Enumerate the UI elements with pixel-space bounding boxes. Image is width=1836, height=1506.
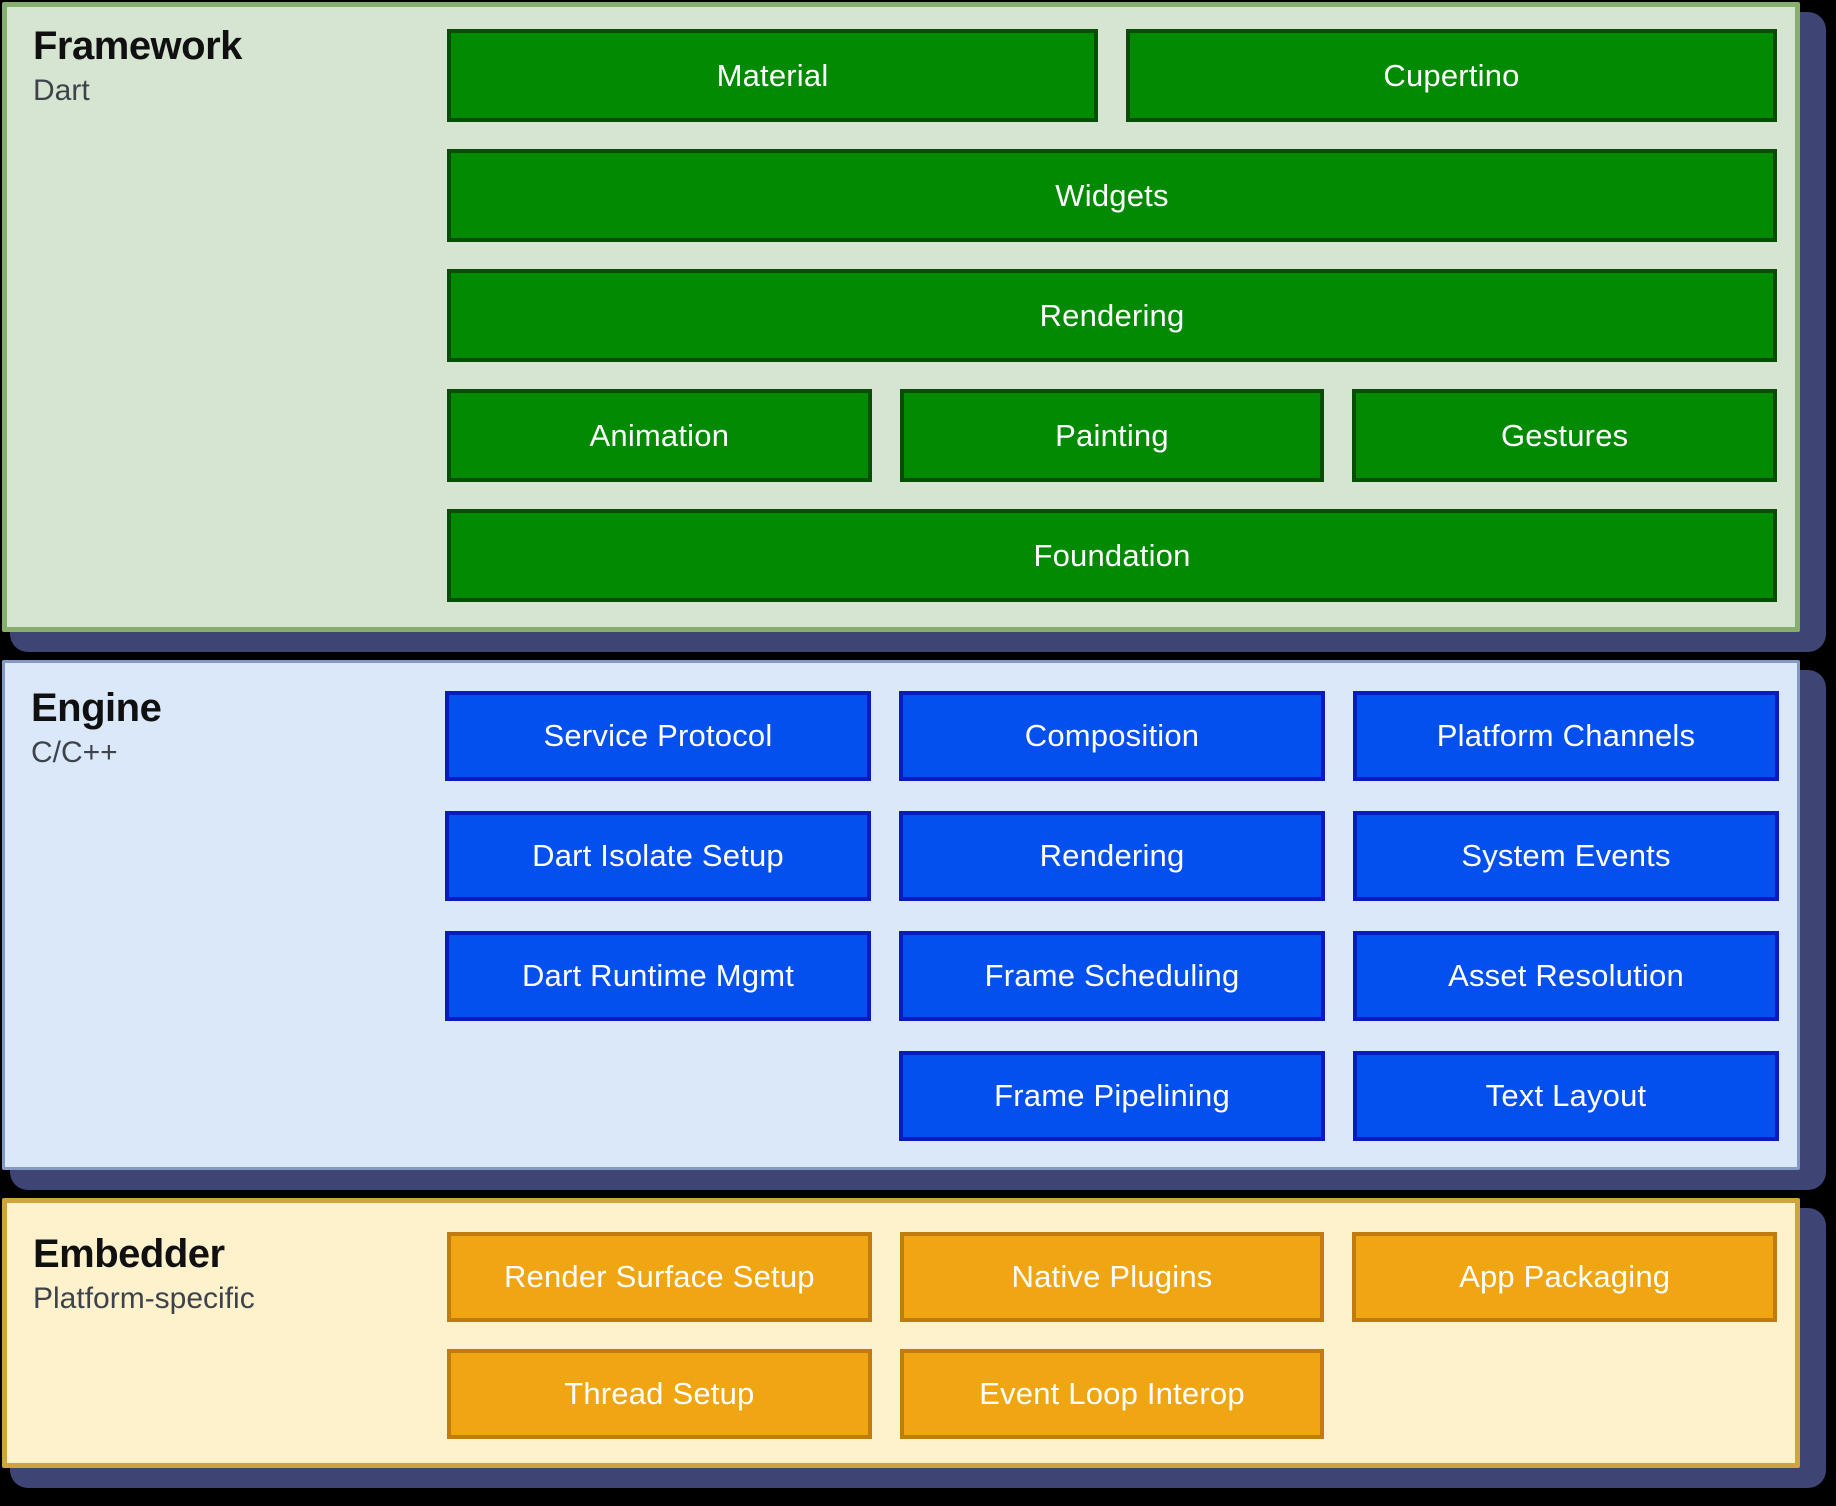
framework-row: Animation Painting Gestures: [447, 389, 1777, 482]
framework-box-gestures: Gestures: [1352, 389, 1777, 482]
framework-row: Rendering: [447, 269, 1777, 362]
framework-box-animation: Animation: [447, 389, 872, 482]
engine-row: Frame Pipelining Text Layout: [445, 1051, 1779, 1141]
framework-subtitle: Dart: [33, 74, 90, 107]
framework-box-widgets: Widgets: [447, 149, 1777, 242]
embedder-subtitle: Platform-specific: [33, 1282, 255, 1315]
framework-row: Widgets: [447, 149, 1777, 242]
framework-header: Framework Dart: [33, 23, 242, 109]
engine-box-rendering: Rendering: [899, 811, 1325, 901]
engine-box-text-layout: Text Layout: [1353, 1051, 1779, 1141]
embedder-row: Render Surface Setup Native Plugins App Pa…: [447, 1232, 1777, 1322]
framework-box-material: Material: [447, 29, 1098, 122]
engine-box-service-protocol: Service Protocol: [445, 691, 871, 781]
embedder-box-event-loop-interop: Event Loop Interop: [899, 1349, 1325, 1439]
engine-box-frame-scheduling: Frame Scheduling: [899, 931, 1325, 1021]
framework-title: Framework: [33, 24, 242, 68]
engine-subtitle: C/C++: [31, 736, 118, 769]
embedder-header: Embedder Platform-specific: [33, 1231, 255, 1317]
engine-box-dart-isolate-setup: Dart Isolate Setup: [445, 811, 871, 901]
embedder-layer: Embedder Platform-specific Render Surfac…: [2, 1198, 1826, 1488]
embedder-box-app-packaging: App Packaging: [1352, 1232, 1777, 1322]
embedder-box-native-plugins: Native Plugins: [899, 1232, 1325, 1322]
embedder-row: Thread Setup Event Loop Interop: [447, 1349, 1777, 1439]
embedder-layer-card: Embedder Platform-specific Render Surfac…: [2, 1198, 1800, 1468]
framework-row: Foundation: [447, 509, 1777, 602]
framework-row: Material Cupertino: [447, 29, 1777, 122]
framework-box-painting: Painting: [899, 389, 1325, 482]
framework-box-cupertino: Cupertino: [1126, 29, 1777, 122]
engine-row: Dart Isolate Setup Rendering System Events: [445, 811, 1779, 901]
framework-box-foundation: Foundation: [447, 509, 1777, 602]
engine-layer-card: Engine C/C++ Service Protocol Composition…: [2, 660, 1800, 1170]
embedder-title: Embedder: [33, 1232, 225, 1276]
framework-box-rendering: Rendering: [447, 269, 1777, 362]
engine-box-dart-runtime-mgmt: Dart Runtime Mgmt: [445, 931, 871, 1021]
engine-header: Engine C/C++: [31, 685, 162, 771]
engine-layer: Engine C/C++ Service Protocol Composition…: [2, 660, 1826, 1190]
engine-rows: Service Protocol Composition Platform Chan…: [445, 691, 1779, 1141]
engine-box-composition: Composition: [899, 691, 1325, 781]
engine-box-platform-channels: Platform Channels: [1353, 691, 1779, 781]
engine-box-asset-resolution: Asset Resolution: [1353, 931, 1779, 1021]
embedder-box-render-surface-setup: Render Surface Setup: [447, 1232, 872, 1322]
engine-box-frame-pipelining: Frame Pipelining: [899, 1051, 1325, 1141]
embedder-box-thread-setup: Thread Setup: [447, 1349, 872, 1439]
engine-title: Engine: [31, 686, 162, 730]
engine-row: Dart Runtime Mgmt Frame Scheduling Asset R…: [445, 931, 1779, 1021]
embedder-rows: Render Surface Setup Native Plugins App Pa…: [447, 1232, 1777, 1439]
engine-box-system-events: System Events: [1353, 811, 1779, 901]
engine-row: Service Protocol Composition Platform Chan…: [445, 691, 1779, 781]
